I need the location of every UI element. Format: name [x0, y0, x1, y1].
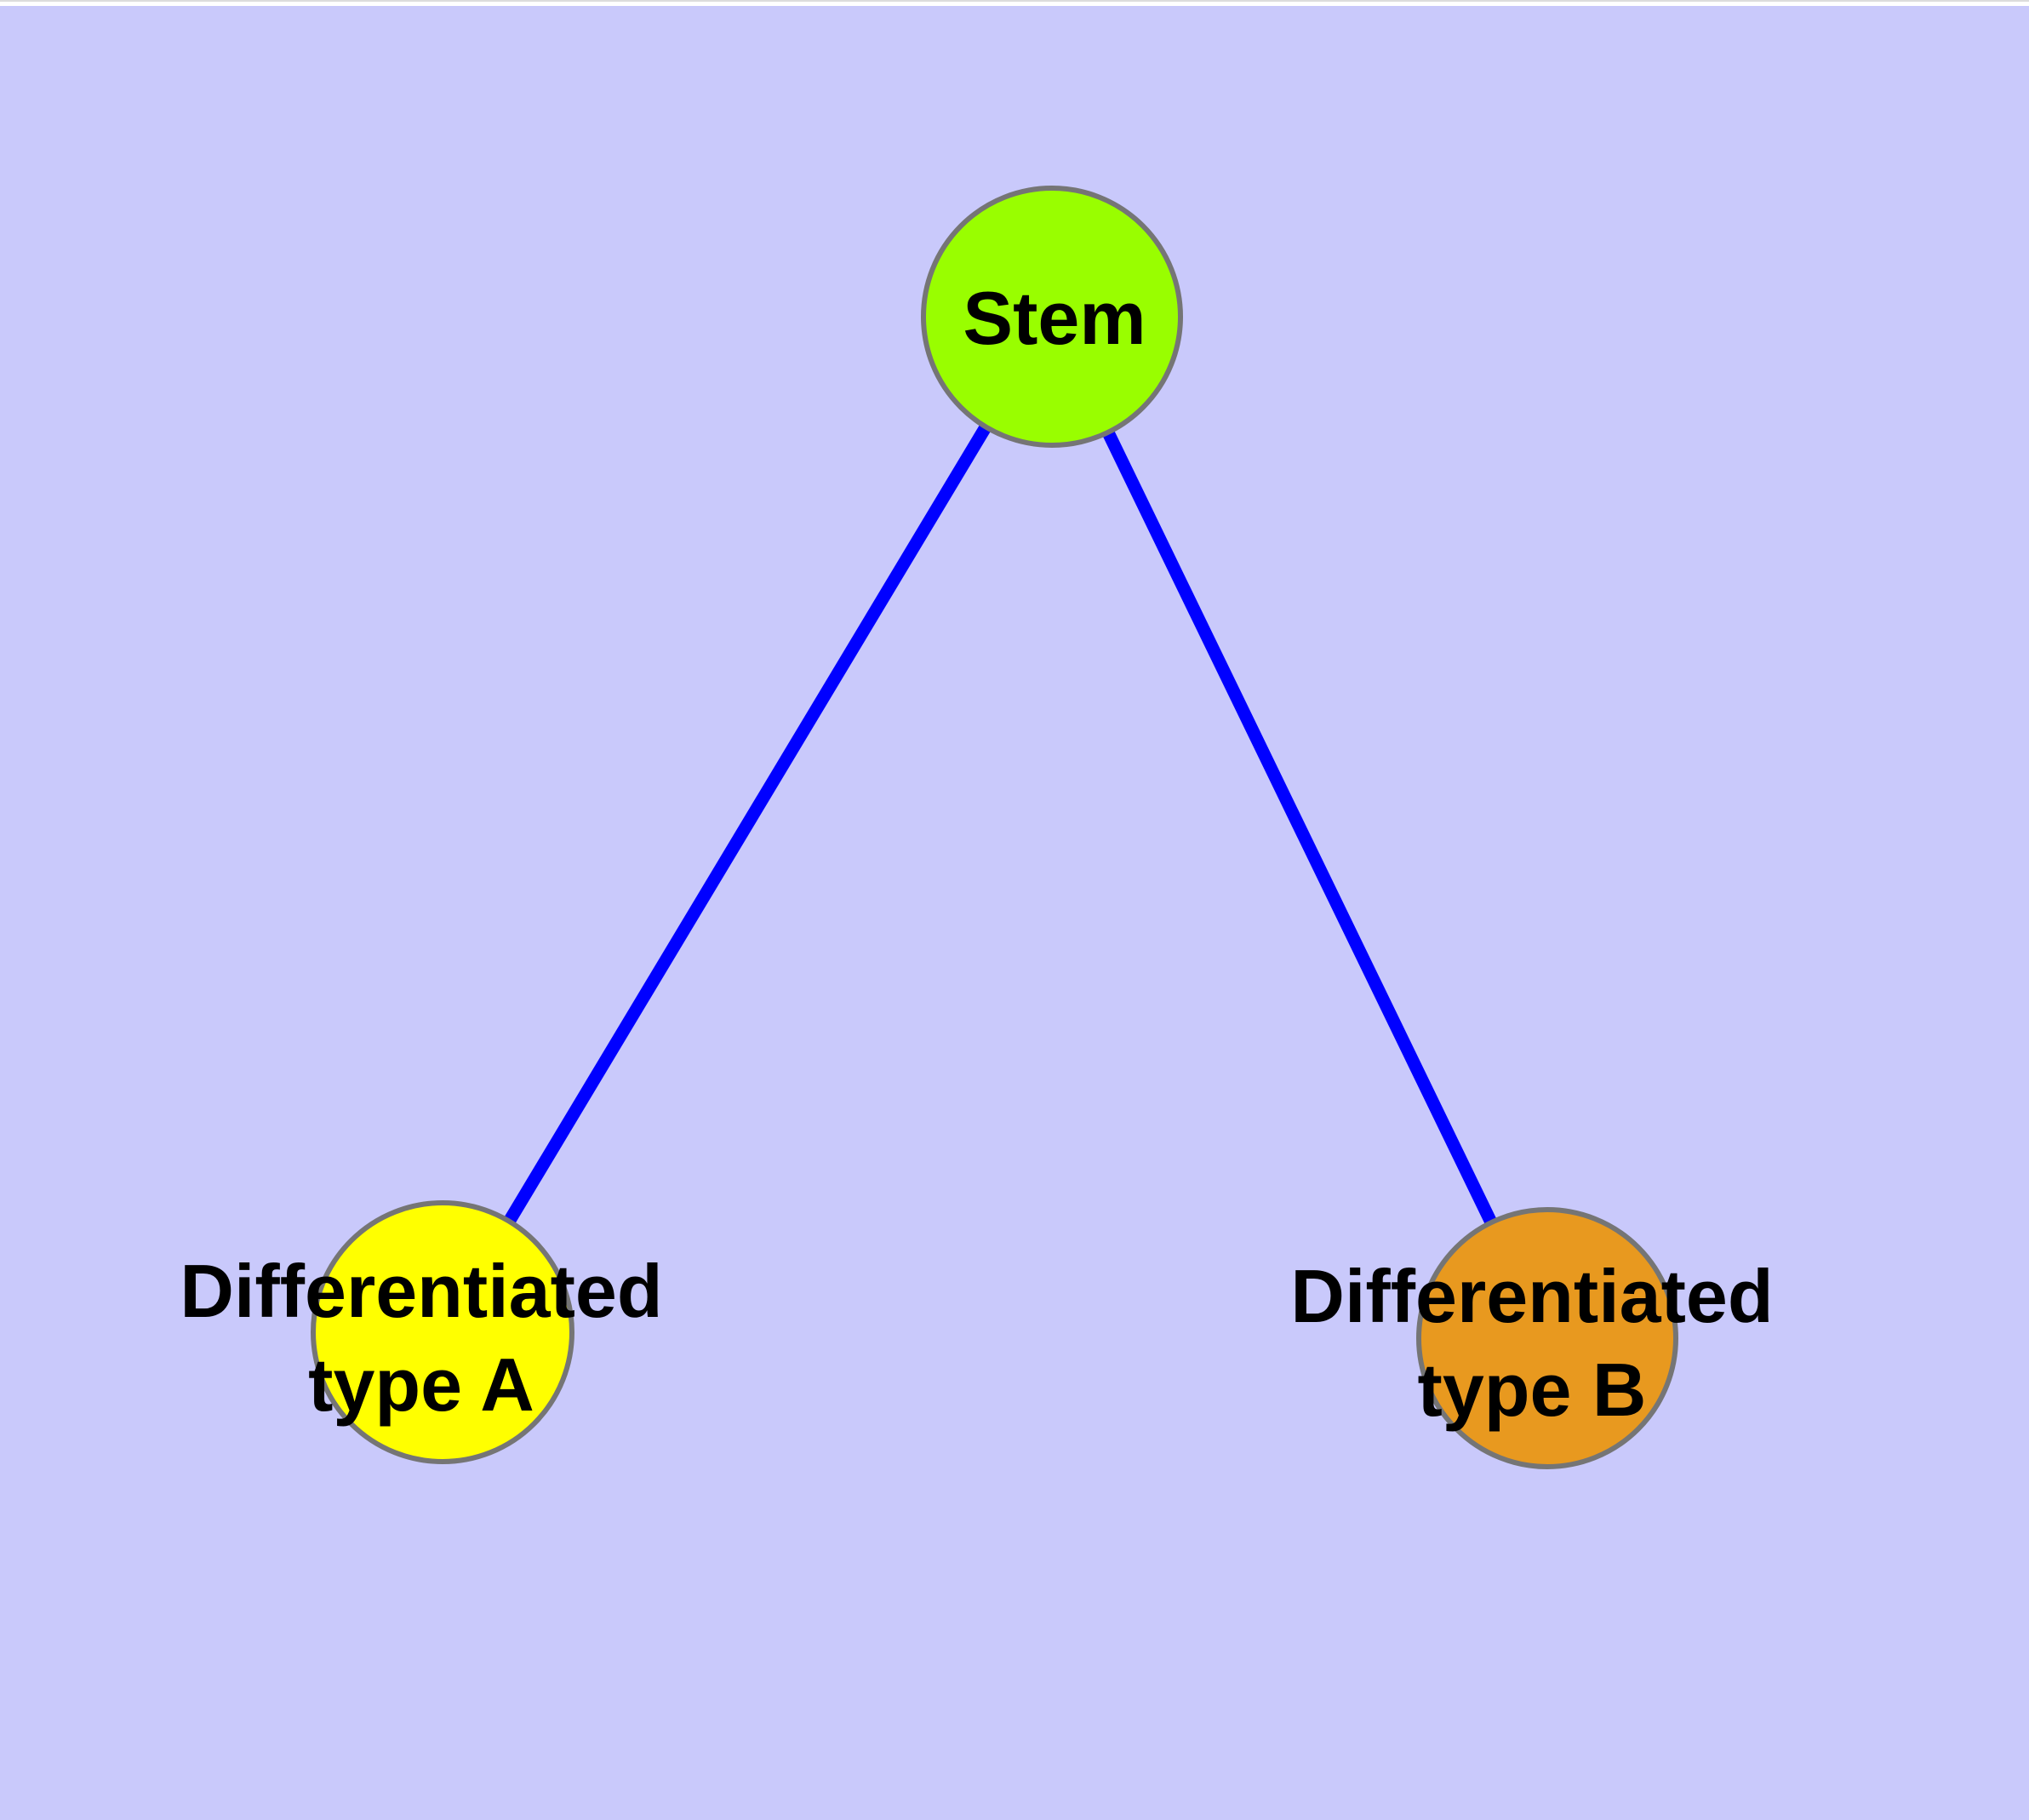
top-strip-border	[0, 0, 2029, 2]
node-type-b-label-line1: Differentiated	[1290, 1254, 1773, 1338]
node-differentiated-type-a[interactable]	[311, 1200, 574, 1464]
node-type-b-label-line2: type B	[1418, 1348, 1647, 1432]
edge-stem-to-type-b	[1046, 313, 1553, 1342]
node-stem-label: Stem	[963, 276, 1146, 360]
node-stem[interactable]	[921, 186, 1183, 448]
node-differentiated-type-b[interactable]	[1416, 1207, 1678, 1469]
node-type-a-label-line1: Differentiated	[180, 1249, 662, 1333]
node-type-a-label-line2: type A	[308, 1342, 534, 1427]
edge-stem-to-type-a	[437, 313, 1058, 1336]
top-strip	[0, 0, 2029, 6]
